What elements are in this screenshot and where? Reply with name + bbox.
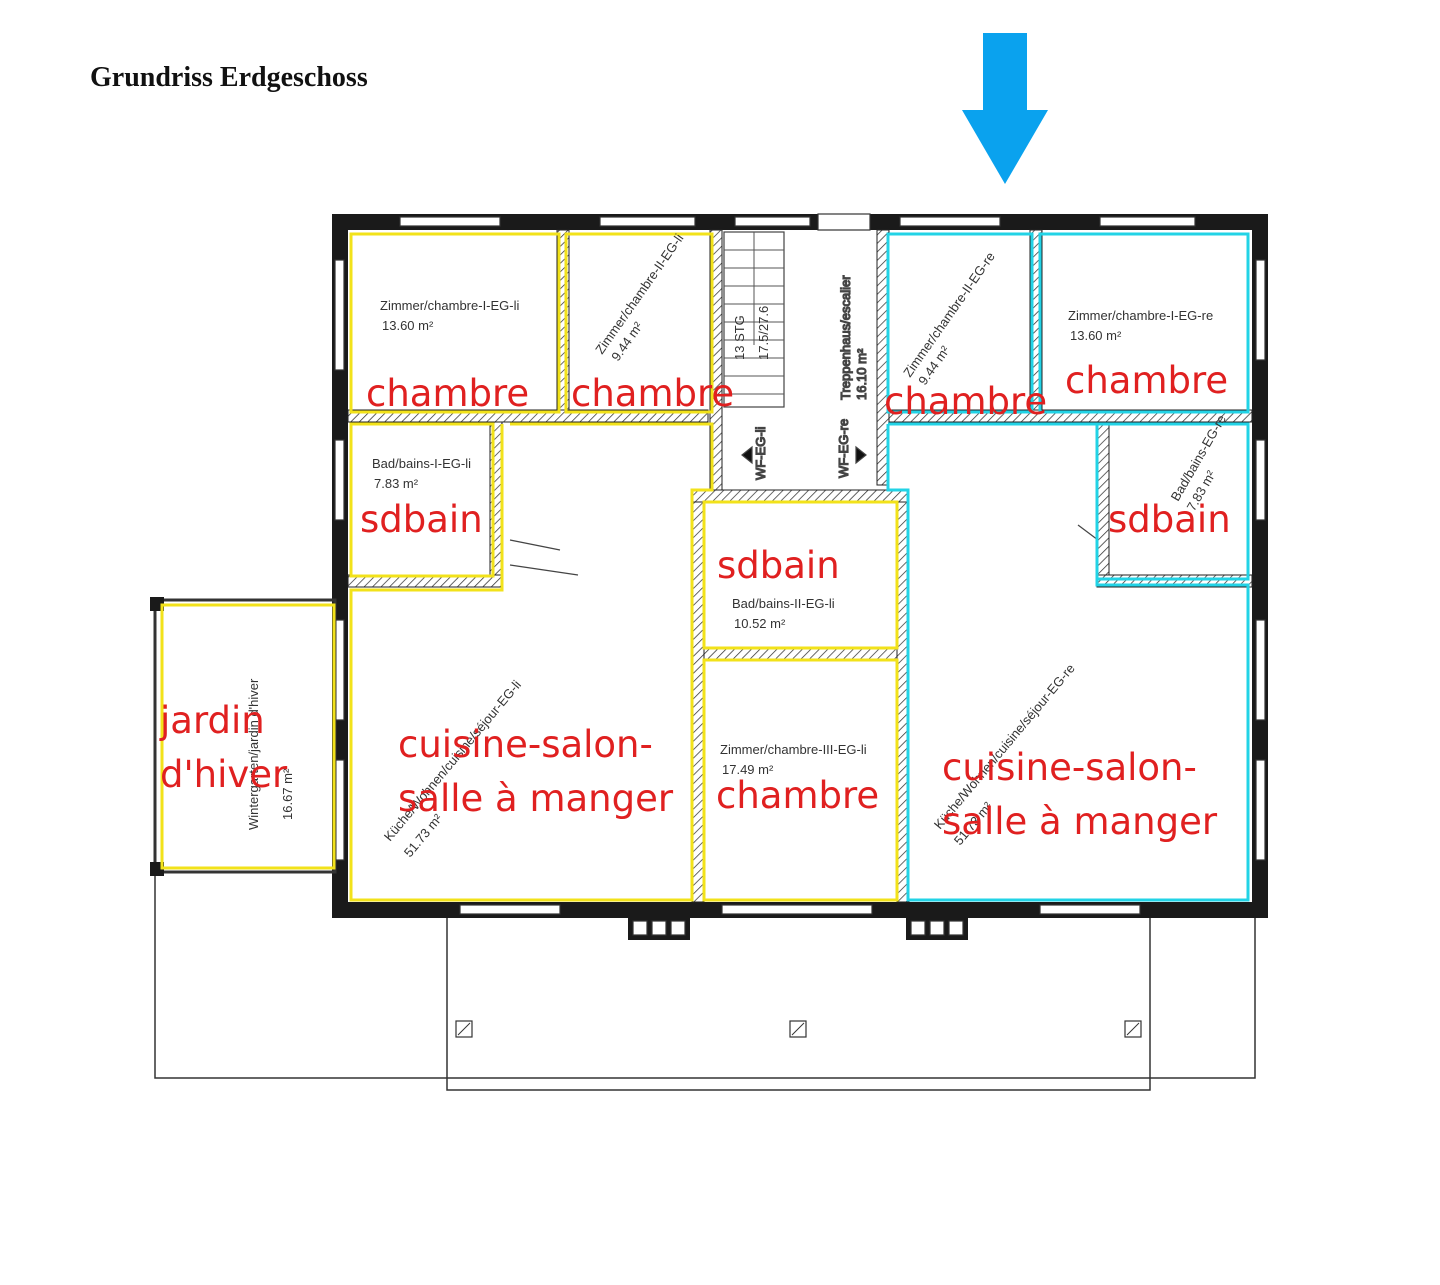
- room-detail: Zimmer/chambre-II-EG-li: [592, 231, 686, 357]
- room-label: chambre: [571, 372, 734, 415]
- room-label: sdbain: [717, 544, 840, 587]
- right-unit-outline: [886, 232, 1250, 902]
- room-label: chambre: [716, 774, 879, 817]
- chimney-icon: [628, 916, 690, 940]
- room-detail: Zimmer/chambre-I-EG-re: [1068, 308, 1213, 323]
- room-label-line1: cuisine-salon-: [398, 723, 653, 766]
- room-label: sdbain: [1108, 498, 1231, 541]
- room-area: 17.49 m²: [722, 762, 774, 777]
- room-detail: Bad/bains-I-EG-li: [372, 456, 471, 471]
- hall-area: 16.10 m²: [854, 348, 869, 400]
- room-label-line2: salle à manger: [398, 777, 674, 820]
- room-label-line2: d'hiver: [160, 753, 288, 796]
- room-label-line1: cuisine-salon-: [942, 746, 1197, 789]
- room-detail: Zimmer/chambre-III-EG-li: [720, 742, 867, 757]
- door-label: WF-EG-li: [753, 426, 768, 480]
- room-area: 7.83 m²: [374, 476, 419, 491]
- room-detail: Zimmer/chambre-I-EG-li: [380, 298, 520, 313]
- room-detail: Bad/bains-II-EG-li: [732, 596, 835, 611]
- pillar-icon: [1124, 1020, 1142, 1038]
- pillar-icon: [455, 1020, 473, 1038]
- room-detail: Wintergarten/jardin d'hiver: [246, 678, 261, 830]
- terrace-outline: [154, 875, 1256, 1091]
- room-label: sdbain: [360, 498, 483, 541]
- room-label: chambre: [366, 372, 529, 415]
- arrow-down-icon: [962, 33, 1048, 184]
- room-label: chambre: [884, 380, 1047, 423]
- room-label: chambre: [1065, 359, 1228, 402]
- stair-label: 13 STG: [732, 315, 747, 360]
- chimney-icon: [906, 916, 968, 940]
- room-area: 16.67 m²: [280, 768, 295, 820]
- room-area: 13.60 m²: [1070, 328, 1122, 343]
- room-label-line2: salle à manger: [942, 800, 1218, 843]
- pillar-icon: [789, 1020, 807, 1038]
- hall-label: Treppenhaus/escalier: [838, 275, 853, 400]
- left-unit-outline: [160, 232, 899, 902]
- page-title: Grundriss Erdgeschoss: [90, 62, 368, 93]
- room-area: 13.60 m²: [382, 318, 434, 333]
- staircase: 13 STG 17.5/27.6: [723, 231, 785, 408]
- door-label: WF-EG-re: [836, 419, 851, 478]
- stair-label: 17.5/27.6: [756, 306, 771, 360]
- doors: WF-EG-li WF-EG-re Treppenhaus/escalier 1…: [509, 274, 1099, 576]
- room-label-line1: jardin: [159, 699, 265, 742]
- room-labels: chambre chambre chambre chambre sdbain s…: [159, 359, 1231, 843]
- room-area: 10.52 m²: [734, 616, 786, 631]
- room-detail: Zimmer/chambre-II-EG-re: [900, 249, 998, 379]
